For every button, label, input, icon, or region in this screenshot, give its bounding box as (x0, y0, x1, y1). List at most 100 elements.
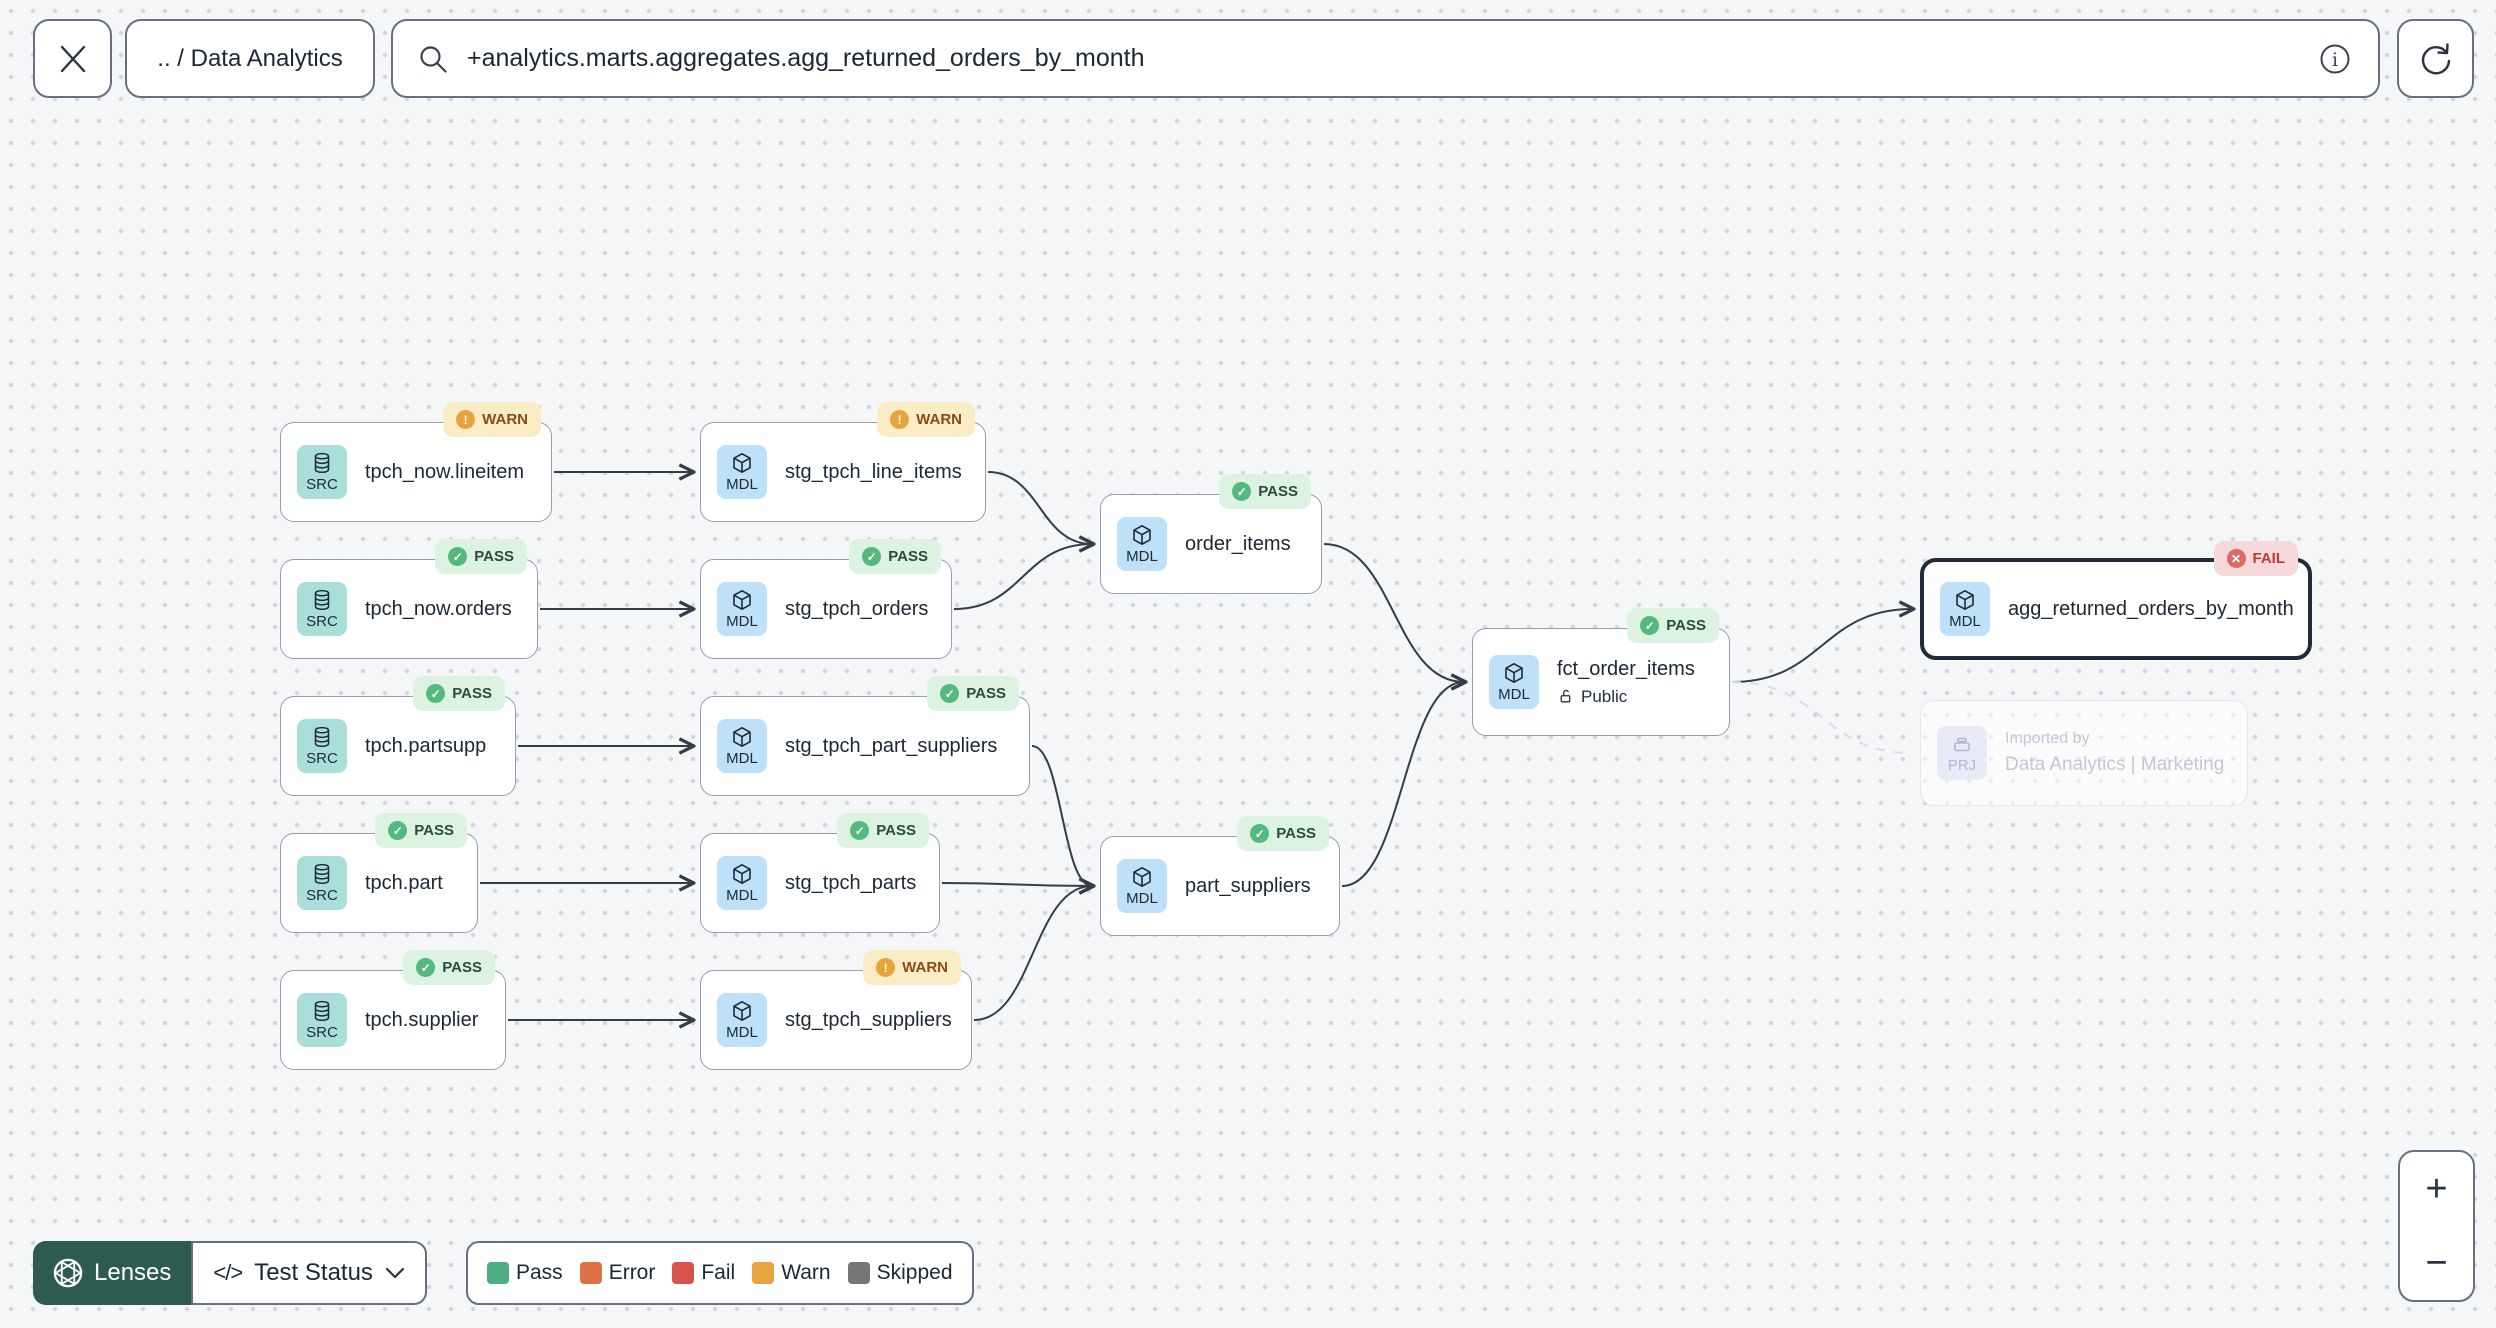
graph-node-stg_tpch_parts[interactable]: MDL stg_tpch_parts ✓PASS (700, 813, 940, 933)
cube-icon: MDL (1117, 859, 1167, 913)
graph-node-imported_by[interactable]: PRJ Imported by Data Analytics | Marketing (1920, 700, 2248, 806)
lens-selector[interactable]: </> Test Status (191, 1241, 427, 1305)
node-label: stg_tpch_line_items (785, 460, 962, 483)
database-icon: SRC (297, 582, 347, 636)
status-badge-pass: ✓PASS (435, 539, 527, 574)
node-type-label: MDL (1498, 686, 1530, 703)
lenses-button[interactable]: Lenses (33, 1241, 192, 1305)
legend-label: Error (608, 1261, 656, 1284)
lock-open-icon (1560, 689, 1571, 703)
legend-label: Skipped (876, 1261, 953, 1284)
database-icon: SRC (297, 445, 347, 499)
legend-item-warn: Warn (752, 1261, 831, 1285)
node-label: tpch_now.orders (365, 597, 512, 620)
legend-swatch (579, 1262, 602, 1284)
breadcrumb-label: .. / Data Analytics (157, 44, 343, 72)
cube-icon: MDL (1117, 517, 1167, 571)
database-icon: SRC (297, 993, 347, 1047)
legend-label: Pass (516, 1261, 563, 1284)
info-icon[interactable]: i (2316, 40, 2354, 78)
graph-node-tpch_now_lineitem[interactable]: SRC tpch_now.lineitem !WARN (280, 402, 552, 522)
node-label: stg_tpch_parts (785, 871, 917, 894)
node-type-label: PRJ (1947, 757, 1977, 774)
graph-node-stg_tpch_orders[interactable]: MDL stg_tpch_orders ✓PASS (700, 539, 952, 659)
legend-label: Fail (701, 1261, 736, 1284)
graph-node-tpch_supplier[interactable]: SRC tpch.supplier ✓PASS (280, 950, 506, 1070)
status-badge-pass: ✓PASS (403, 950, 495, 985)
status-badge-pass: ✓PASS (849, 539, 941, 574)
search-input[interactable] (465, 43, 2300, 74)
zoom-out-button[interactable]: − (2400, 1226, 2473, 1300)
node-type-label: MDL (1949, 613, 1981, 630)
graph-node-stg_tpch_part_suppliers[interactable]: MDL stg_tpch_part_suppliers ✓PASS (700, 676, 1030, 796)
status-badge-pass: ✓PASS (927, 676, 1019, 711)
node-type-label: MDL (726, 750, 758, 767)
node-label: stg_tpch_part_suppliers (785, 734, 998, 757)
status-badge-warn: !WARN (863, 950, 961, 985)
cube-icon: MDL (717, 582, 767, 636)
breadcrumb[interactable]: .. / Data Analytics (125, 19, 375, 98)
database-icon: SRC (297, 856, 347, 910)
status-badge-pass: ✓PASS (1237, 816, 1329, 851)
status-badge-pass: ✓PASS (837, 813, 929, 848)
lenses-label: Lenses (94, 1259, 172, 1286)
close-icon (60, 45, 85, 72)
lenses-control: Lenses </> Test Status (33, 1241, 427, 1305)
legend-swatch (672, 1262, 695, 1284)
legend-label: Warn (781, 1261, 831, 1284)
status-badge-warn: !WARN (443, 402, 541, 437)
refresh-icon (2421, 42, 2450, 74)
lens-selected-label: Test Status (254, 1259, 373, 1286)
node-subtitle: Imported by (2005, 730, 2090, 747)
node-label: tpch_now.lineitem (365, 460, 524, 483)
search-bar[interactable]: i (391, 19, 2380, 98)
graph-node-tpch_now_orders[interactable]: SRC tpch_now.orders ✓PASS (280, 539, 538, 659)
test-status-legend: Pass Error Fail Warn Skipped (466, 1241, 974, 1305)
legend-swatch (847, 1262, 870, 1284)
code-icon: </> (213, 1260, 243, 1285)
node-label: tpch.part (365, 871, 443, 894)
node-type-label: MDL (1126, 890, 1158, 907)
legend-item-skipped: Skipped (847, 1261, 953, 1285)
node-type-label: SRC (306, 750, 338, 767)
aperture-icon (53, 1258, 83, 1288)
cube-icon: MDL (717, 719, 767, 773)
status-badge-pass: ✓PASS (1219, 474, 1311, 509)
node-type-label: SRC (306, 476, 338, 493)
cube-icon: MDL (717, 856, 767, 910)
refresh-button[interactable] (2397, 19, 2474, 98)
status-badge-pass: ✓PASS (1627, 608, 1719, 643)
cube-icon: MDL (1940, 582, 1990, 636)
legend-swatch (487, 1262, 509, 1284)
chevron-down-icon (385, 1267, 405, 1279)
node-label: Data Analytics | Marketing (2005, 754, 2225, 775)
node-label: tpch.supplier (365, 1008, 479, 1031)
close-button[interactable] (33, 19, 112, 98)
node-type-label: MDL (726, 613, 758, 630)
node-type-label: MDL (726, 1024, 758, 1041)
node-label: agg_returned_orders_by_month (2008, 597, 2294, 620)
legend-swatch (752, 1262, 775, 1284)
legend-item-error: Error (579, 1261, 656, 1285)
node-type-label: MDL (726, 887, 758, 904)
node-type-label: SRC (306, 1024, 338, 1041)
zoom-in-button[interactable]: + (2400, 1152, 2473, 1226)
status-badge-warn: !WARN (877, 402, 975, 437)
svg-text:i: i (2332, 49, 2338, 71)
node-label: stg_tpch_orders (785, 597, 929, 620)
project-icon: PRJ (1937, 726, 1987, 780)
cube-icon: MDL (1489, 655, 1539, 709)
search-icon (420, 45, 447, 73)
legend-item-fail: Fail (672, 1261, 735, 1285)
legend-item-pass: Pass (487, 1261, 563, 1285)
database-icon: SRC (297, 719, 347, 773)
